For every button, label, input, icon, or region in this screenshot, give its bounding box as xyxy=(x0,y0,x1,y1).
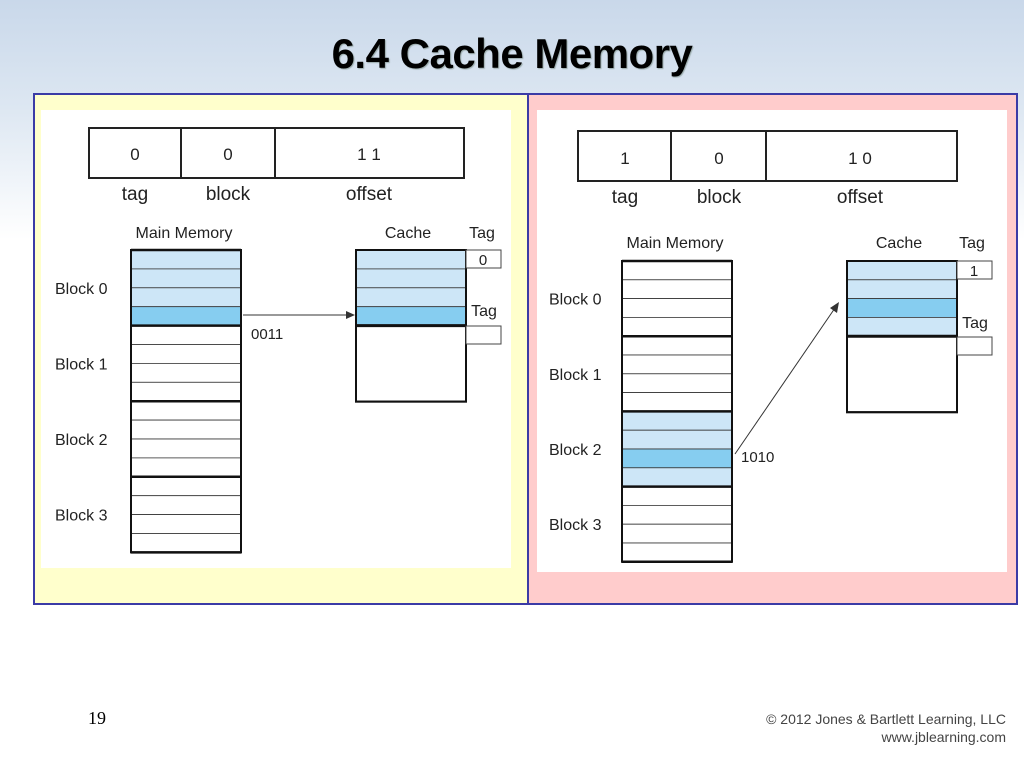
block-label: Block 2 xyxy=(55,432,108,449)
address-offset-value: 1 0 xyxy=(848,149,872,168)
memory-word xyxy=(130,419,242,440)
left-figure: 0 0 1 1 tag block offset Main Memory Cac… xyxy=(41,110,511,568)
main-memory-label: Main Memory xyxy=(136,225,233,242)
right-figure-svg: 1 0 1 0 tag block offset Main Memory Cac… xyxy=(549,130,993,564)
left-figure-svg: 0 0 1 1 tag block offset Main Memory Cac… xyxy=(55,127,502,554)
address-tag-value: 0 xyxy=(130,145,139,164)
memory-word xyxy=(130,287,242,308)
arrow-head xyxy=(346,311,355,319)
cache-word xyxy=(846,260,958,281)
cache-empty-block xyxy=(846,335,958,414)
memory-word xyxy=(621,279,733,300)
address-tag-label: tag xyxy=(612,187,638,208)
memory-word xyxy=(621,316,733,337)
main-memory: Block 0 Block 1 Block 2 Block 3 xyxy=(549,259,733,564)
tag-header: Tag xyxy=(469,225,495,242)
cache-word xyxy=(846,279,958,300)
address-offset-value: 1 1 xyxy=(357,145,381,164)
memory-word xyxy=(621,429,733,450)
memory-outline xyxy=(130,249,242,554)
memory-word xyxy=(130,514,242,534)
memory-word xyxy=(130,476,242,497)
memory-word xyxy=(621,523,733,544)
main-memory: Block 0 Block 1 Block 2 Block 3 xyxy=(55,248,242,554)
cache-word xyxy=(846,316,958,337)
block-label: Block 1 xyxy=(549,367,602,384)
memory-word xyxy=(621,260,733,281)
block-label: Block 2 xyxy=(549,442,602,459)
tag-label-2: Tag xyxy=(962,315,988,332)
memory-word xyxy=(130,495,242,516)
memory-word xyxy=(621,392,733,412)
memory-word xyxy=(130,344,242,364)
memory-word xyxy=(621,410,733,431)
cache-word xyxy=(355,268,467,289)
cache-label: Cache xyxy=(385,225,431,242)
memory-word xyxy=(130,306,242,326)
slide-title: 6.4 Cache Memory xyxy=(331,30,693,77)
address-offset-label: offset xyxy=(346,184,393,205)
memory-word xyxy=(621,542,733,563)
memory-word xyxy=(130,438,242,459)
main-memory-label: Main Memory xyxy=(627,235,724,252)
memory-word xyxy=(130,268,242,289)
arrow-label: 0011 xyxy=(251,326,283,343)
memory-word xyxy=(621,504,733,525)
memory-word xyxy=(130,381,242,402)
memory-word xyxy=(621,467,733,487)
block-label: Block 0 xyxy=(549,292,602,309)
block-label: Block 1 xyxy=(55,356,108,373)
memory-word xyxy=(130,457,242,478)
memory-word xyxy=(130,533,242,553)
address-block-value: 0 xyxy=(714,149,723,168)
arrow-label: 1010 xyxy=(741,449,774,466)
memory-word xyxy=(621,373,733,393)
memory-word xyxy=(621,448,733,469)
memory-word xyxy=(621,486,733,506)
cache-empty-block xyxy=(355,324,467,403)
cache-word xyxy=(355,249,467,270)
address-block-value: 0 xyxy=(223,145,232,164)
arrow-head xyxy=(830,302,839,313)
cache-word xyxy=(846,298,958,318)
page-number: 19 xyxy=(88,708,106,728)
memory-outline xyxy=(621,260,733,563)
block-label: Block 3 xyxy=(55,508,108,525)
right-figure: 1 0 1 0 tag block offset Main Memory Cac… xyxy=(537,110,1007,572)
copyright-line-1: © 2012 Jones & Bartlett Learning, LLC xyxy=(766,711,1006,727)
memory-word xyxy=(130,325,242,345)
cache-word xyxy=(355,306,467,326)
memory-word xyxy=(621,298,733,318)
cache-word xyxy=(355,287,467,308)
cache-label: Cache xyxy=(876,235,922,252)
cache-tag-value: 0 xyxy=(479,252,487,269)
memory-word xyxy=(621,354,733,375)
copyright: © 2012 Jones & Bartlett Learning, LLC ww… xyxy=(766,710,1006,746)
cache xyxy=(355,249,467,403)
memory-word xyxy=(130,362,242,383)
memory-word xyxy=(130,249,242,270)
cache-tag-value: 1 xyxy=(970,263,978,280)
address-offset-label: offset xyxy=(837,187,884,208)
memory-word xyxy=(621,335,733,356)
address-tag-label: tag xyxy=(122,184,148,205)
address-tag-value: 1 xyxy=(620,149,629,168)
copyright-line-2: www.jblearning.com xyxy=(881,729,1007,745)
address-block-label: block xyxy=(697,187,742,208)
tag-header: Tag xyxy=(959,235,985,252)
cache xyxy=(846,260,958,414)
block-label: Block 3 xyxy=(549,517,602,534)
address-block-label: block xyxy=(206,184,251,205)
tag-label-2: Tag xyxy=(471,303,497,320)
memory-word xyxy=(130,400,242,421)
block-label: Block 0 xyxy=(55,281,108,298)
